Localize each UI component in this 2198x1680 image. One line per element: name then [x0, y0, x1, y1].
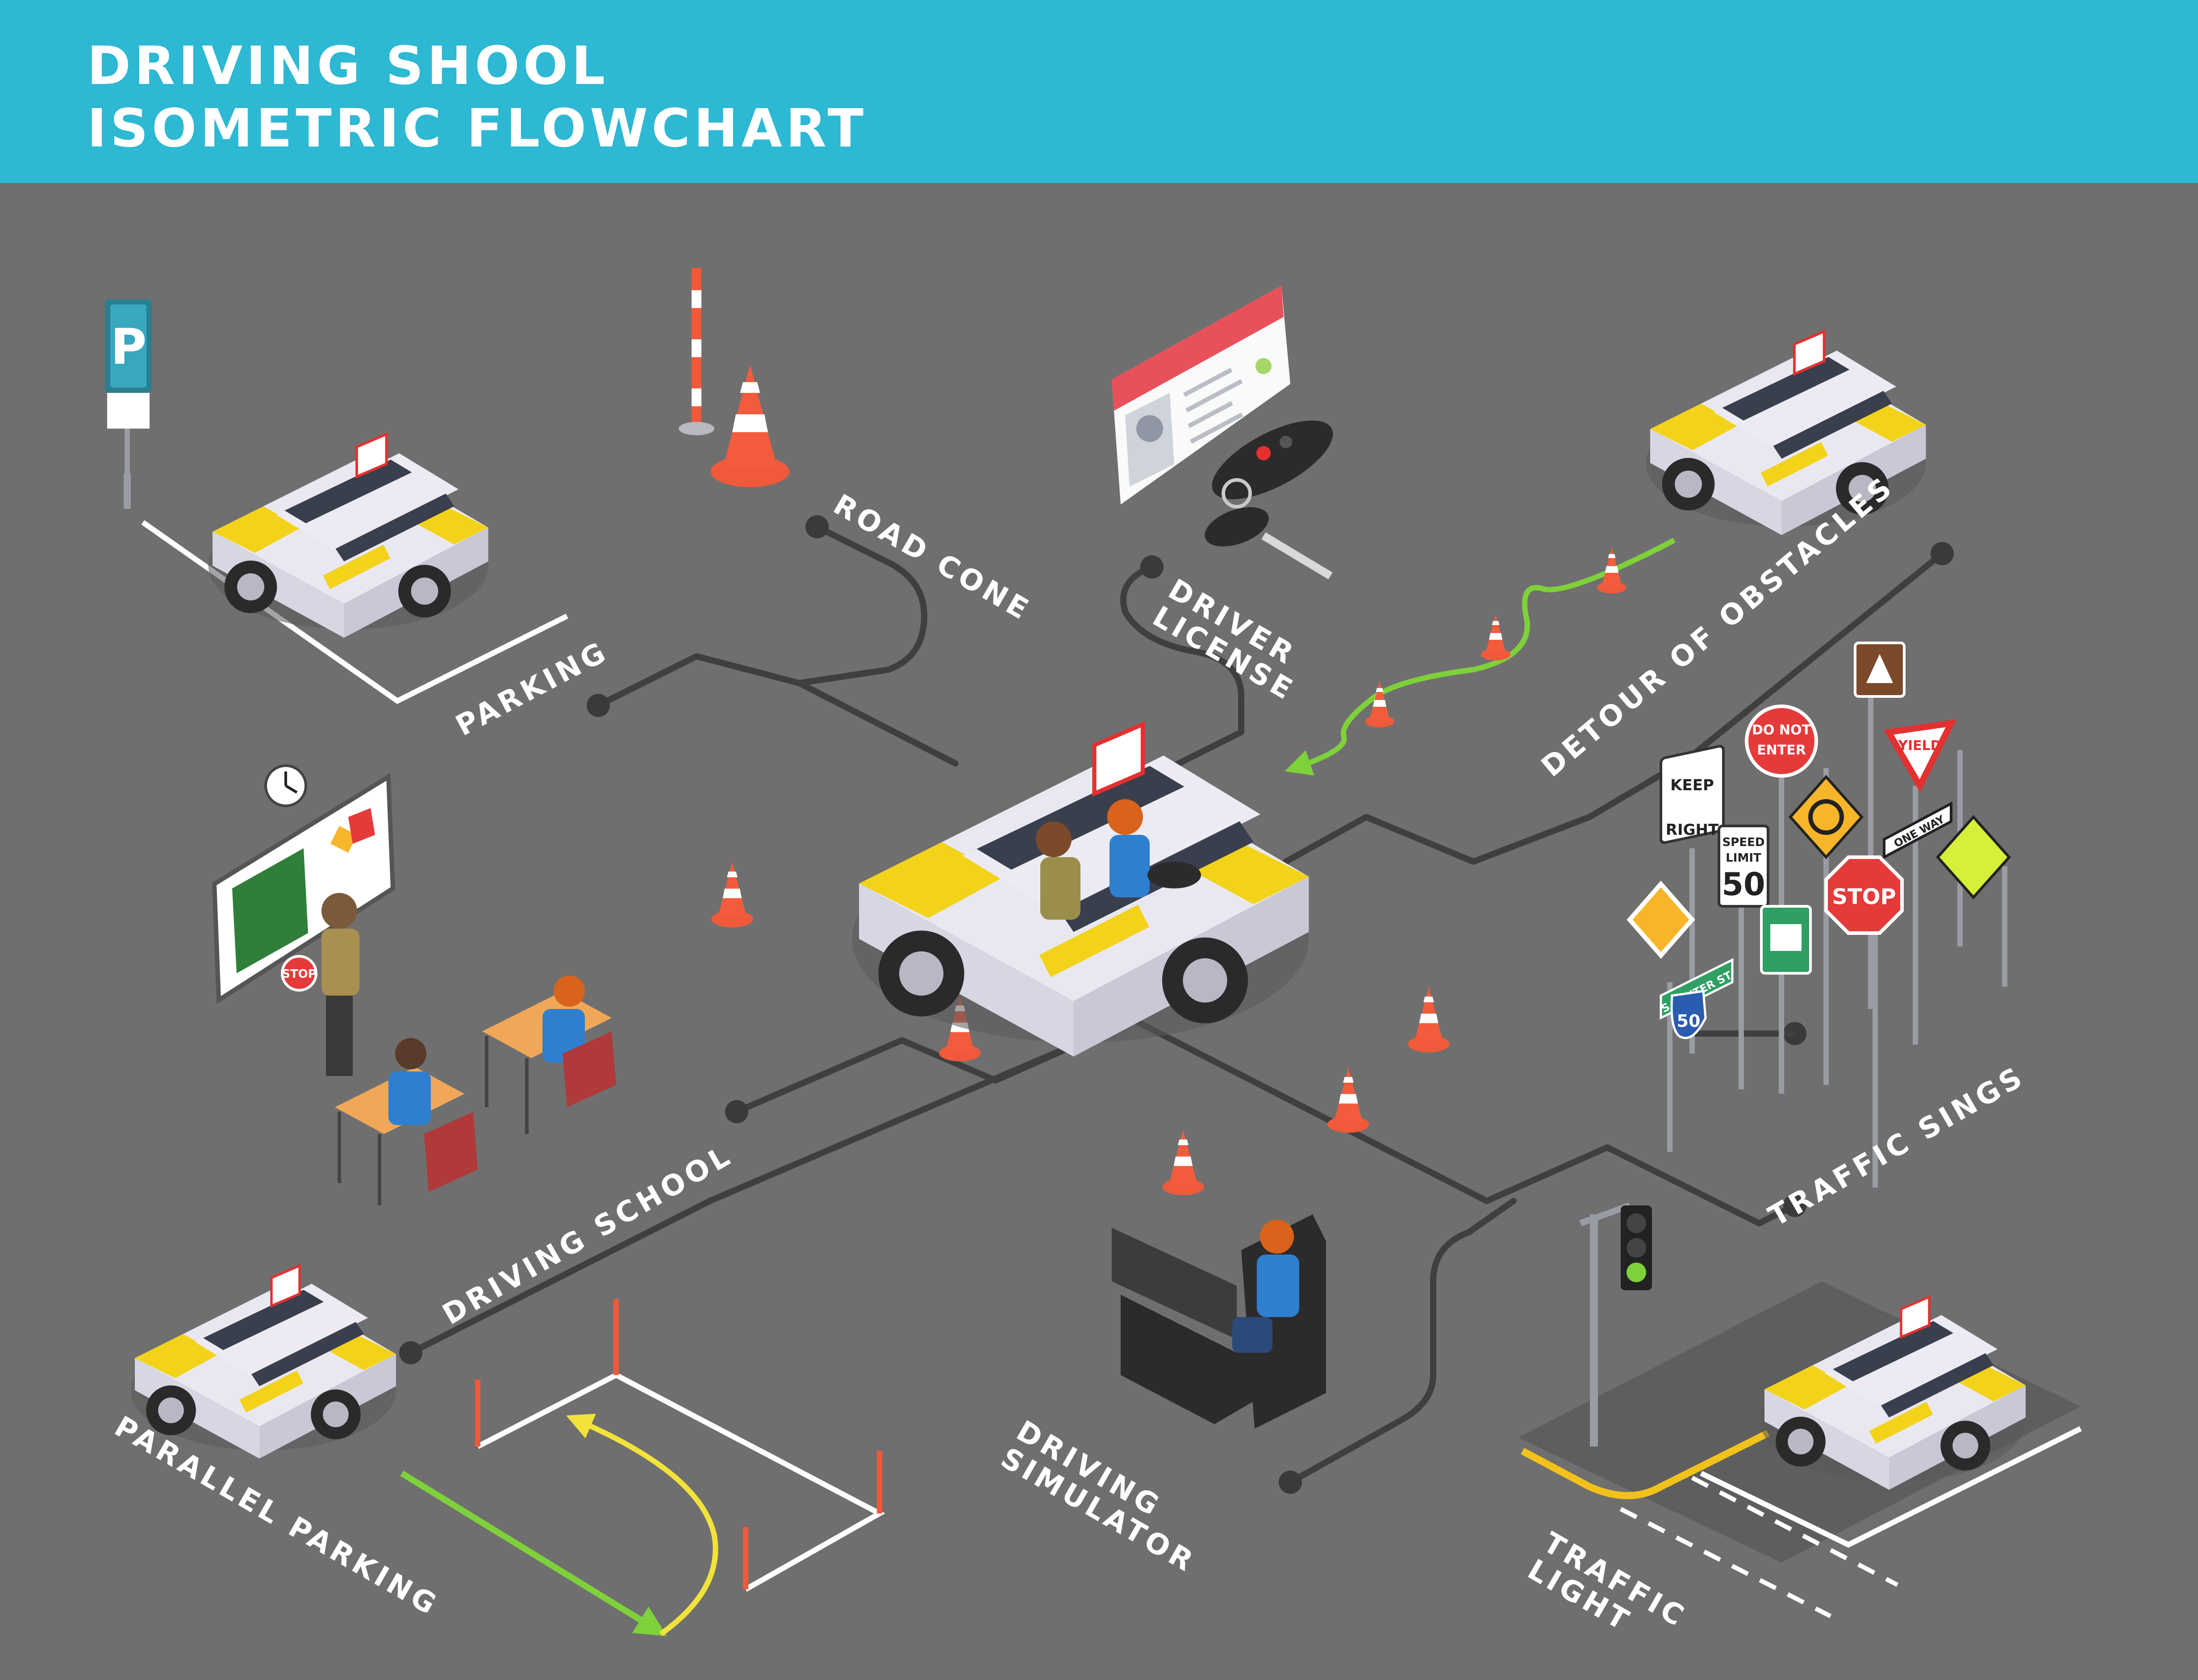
- title-banner: DRIVING SHOOL ISOMETRIC FLOWCHART: [0, 0, 2198, 183]
- driver-license-illustration: [1112, 286, 1333, 579]
- sign-speed-limit-line1: SPEED: [1723, 836, 1765, 849]
- sign-keep-right-line2: RIGHT: [1666, 821, 1719, 839]
- driving-school-illustration: STOP: [212, 764, 616, 1205]
- page-title-line-1: DRIVING SHOOL: [87, 35, 609, 96]
- sign-keep-right-line1: KEEP: [1670, 776, 1714, 794]
- flow-connectors: [408, 524, 1945, 1485]
- parallel-parking-illustration: [131, 1266, 885, 1636]
- road-cone-illustration: [679, 268, 789, 488]
- parking-illustration: P: [105, 299, 568, 704]
- sign-stop: STOP: [1832, 884, 1896, 909]
- traffic-light-illustration: [1518, 1202, 2082, 1618]
- parking-sign-letter: P: [111, 318, 147, 375]
- page-title-line-2: ISOMETRIC FLOWCHART: [87, 97, 867, 159]
- sign-do-not-enter-line1: DO NOT: [1752, 722, 1811, 738]
- sign-speed-limit-value: 50: [1722, 866, 1765, 903]
- board-stop-sign: STOP: [282, 967, 317, 981]
- connector-endpoints: [399, 515, 1954, 1494]
- sign-yield: YIELD: [1898, 738, 1941, 754]
- sign-speed-limit-line2: LIMIT: [1726, 851, 1761, 865]
- detour-of-obstacles-illustration: [1285, 332, 1926, 776]
- main-training-car-illustration: [711, 725, 1450, 1196]
- sign-interstate: 50: [1677, 1011, 1701, 1031]
- sign-do-not-enter-line2: ENTER: [1757, 742, 1806, 758]
- driving-simulator-illustration: [1112, 1214, 1326, 1429]
